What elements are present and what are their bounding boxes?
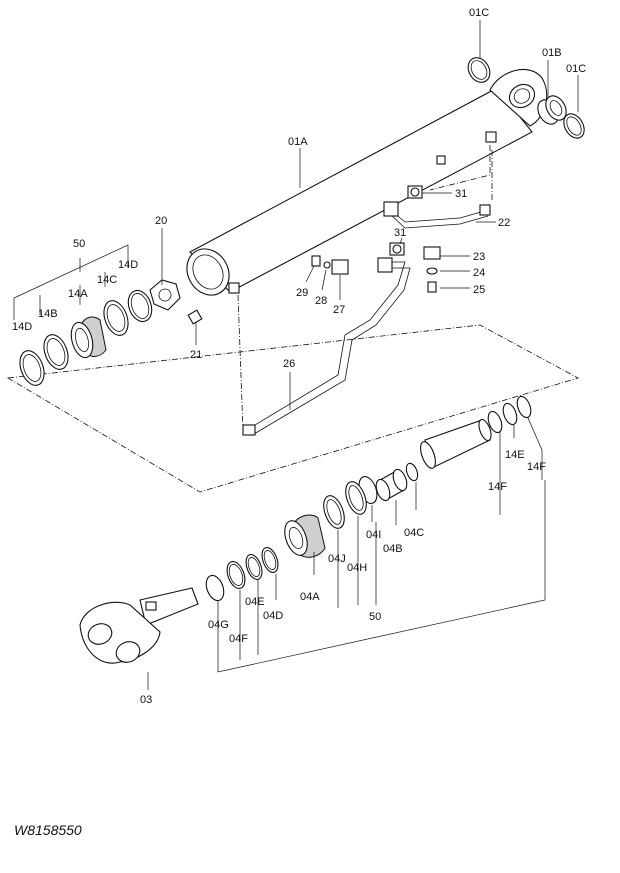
label-01c-top: 01C (469, 7, 489, 19)
label-14d-left: 14D (12, 321, 32, 333)
label-01c-right: 01C (566, 63, 586, 75)
seal-04h (345, 481, 367, 515)
ring-14e (502, 402, 518, 426)
ring-14f-outer (516, 395, 532, 419)
label-04c: 04C (404, 527, 424, 539)
seal-04j (323, 495, 345, 529)
label-03: 03 (140, 694, 152, 706)
set-screw-21 (187, 309, 203, 325)
ring-04f (226, 561, 246, 589)
label-23: 23 (473, 251, 485, 263)
bolt-25 (427, 281, 437, 293)
o-ring-01c-top (467, 57, 491, 83)
label-50-lower: 50 (369, 611, 381, 623)
o-ring-01c-right (563, 113, 585, 139)
label-04d: 04D (263, 610, 283, 622)
label-01a: 01A (288, 136, 308, 148)
label-04e: 04E (245, 596, 265, 608)
label-14e: 14E (505, 449, 525, 461)
label-04a: 04A (300, 591, 320, 603)
clamp-27 (331, 259, 349, 275)
piston-rod-03 (79, 587, 199, 664)
label-14d-upper: 14D (118, 259, 138, 271)
label-31-upper: 31 (455, 188, 467, 200)
label-04f: 04F (229, 633, 248, 645)
drawing-code: W8158550 (14, 822, 82, 838)
fitting-31-upper (407, 185, 423, 199)
label-04i: 04I (366, 529, 381, 541)
o-ring-01c-top-inner (470, 60, 488, 80)
bushing-04b (375, 468, 408, 502)
label-50-upper: 50 (73, 238, 85, 250)
ring-14c-upper (103, 300, 129, 336)
snap-ring-04c (405, 462, 419, 482)
label-29: 29 (296, 287, 308, 299)
clamp-23 (423, 246, 441, 260)
label-04g: 04G (208, 619, 229, 631)
piston-14a (70, 316, 107, 359)
cylinder-tube (186, 69, 548, 296)
label-31-lower: 31 (394, 227, 406, 239)
washer-28 (323, 261, 331, 269)
rod-cover-04a (284, 514, 326, 558)
washer-24 (426, 267, 438, 275)
label-14f-right: 14F (527, 461, 546, 473)
ring-04e (245, 554, 263, 580)
label-14a: 14A (68, 288, 88, 300)
ring-04d (261, 547, 279, 573)
label-27: 27 (333, 304, 345, 316)
label-14b: 14B (38, 308, 58, 320)
label-25: 25 (473, 284, 485, 296)
pipe-22 (383, 201, 491, 229)
bolt-29 (311, 255, 321, 267)
label-22: 22 (498, 217, 510, 229)
label-21: 21 (190, 349, 202, 361)
label-04j: 04J (328, 553, 346, 565)
ring-14d-left (19, 350, 45, 386)
ring-14b (43, 334, 69, 370)
label-01b: 01B (542, 47, 562, 59)
bushing-01b (537, 95, 567, 125)
label-04h: 04H (347, 562, 367, 574)
ring-14d-upper (127, 289, 153, 323)
label-24: 24 (473, 267, 485, 279)
label-28: 28 (315, 295, 327, 307)
label-04b: 04B (383, 543, 403, 555)
label-26: 26 (283, 358, 295, 370)
nut-20 (149, 279, 181, 311)
label-14f-left: 14F (488, 481, 507, 493)
fitting-31-lower (389, 242, 405, 256)
snap-ring-04g (205, 574, 225, 602)
label-20: 20 (155, 215, 167, 227)
piston-rod-end (420, 418, 492, 469)
pipe-26 (242, 257, 411, 436)
ring-14f (487, 410, 503, 434)
upper-group-boundary (6, 324, 580, 493)
label-14c-upper: 14C (97, 274, 117, 286)
